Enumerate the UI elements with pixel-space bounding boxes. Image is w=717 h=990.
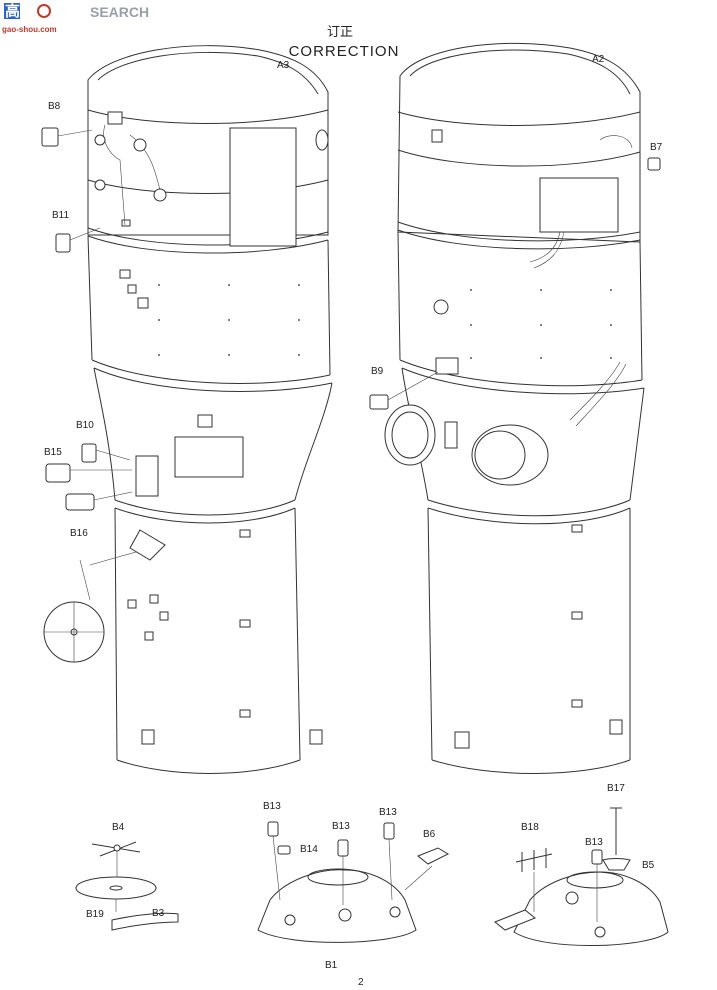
label-b19: B19 (86, 909, 104, 920)
watermark: 高 SEARCH gao-shou.com (2, 2, 149, 34)
part-b6 (417, 847, 450, 865)
label-b13-d: B13 (585, 837, 603, 848)
part-b7 (647, 157, 661, 171)
right-tower-a2 (384, 42, 645, 774)
part-b13-c (383, 822, 395, 840)
left-parts (41, 127, 213, 663)
dish-assembly (75, 841, 179, 931)
label-b16: B16 (70, 528, 88, 539)
part-b15 (45, 463, 71, 483)
label-b17: B17 (607, 783, 625, 794)
label-b8: B8 (48, 101, 61, 112)
part-b3 (111, 912, 179, 931)
label-b3: B3 (152, 908, 165, 919)
part-b14 (277, 845, 291, 855)
label-b5: B5 (642, 860, 655, 871)
side-port-left (384, 404, 436, 466)
part-b13-d (591, 849, 603, 865)
label-b9: B9 (371, 366, 384, 377)
watermark-logo-text: 高 (5, 2, 20, 20)
label-b6: B6 (423, 829, 436, 840)
title-english: CORRECTION (289, 43, 400, 60)
label-b7: B7 (650, 142, 663, 153)
label-a2: A2 (592, 54, 605, 65)
part-b10 (81, 443, 97, 463)
part-b11 (55, 233, 71, 253)
label-b13-b: B13 (332, 821, 350, 832)
side-port-front (471, 424, 549, 486)
watermark-logo-icon (4, 3, 20, 19)
base-right-assembly (494, 807, 669, 947)
part-b5 (602, 858, 631, 871)
label-b11: B11 (52, 210, 69, 221)
title-chinese: 订正 (327, 25, 353, 40)
label-a3: A3 (277, 60, 290, 71)
watermark-ring-icon (37, 4, 51, 18)
label-b13-c: B13 (379, 807, 397, 818)
part-b13-b (337, 839, 349, 857)
label-b1: B1 (325, 960, 338, 971)
right-parts (369, 157, 661, 410)
watermark-site: gao-shou.com (2, 25, 57, 34)
base-b1-assembly (257, 821, 450, 943)
part-b19 (75, 876, 157, 900)
part-b13-a (267, 821, 279, 837)
label-b14: B14 (300, 844, 318, 855)
part-b9 (369, 394, 389, 410)
part-b8 (41, 127, 59, 147)
page-number: 2 (358, 977, 364, 988)
part-b1 (257, 869, 417, 943)
label-b4: B4 (112, 822, 125, 833)
part-b16 (65, 493, 95, 511)
label-b15: B15 (44, 447, 62, 458)
label-b10: B10 (76, 420, 94, 431)
label-b13-a: B13 (263, 801, 281, 812)
watermark-brand: SEARCH (90, 4, 149, 20)
part-b18 (515, 848, 553, 872)
label-b18: B18 (521, 822, 539, 833)
left-tower-a3 (87, 45, 333, 774)
